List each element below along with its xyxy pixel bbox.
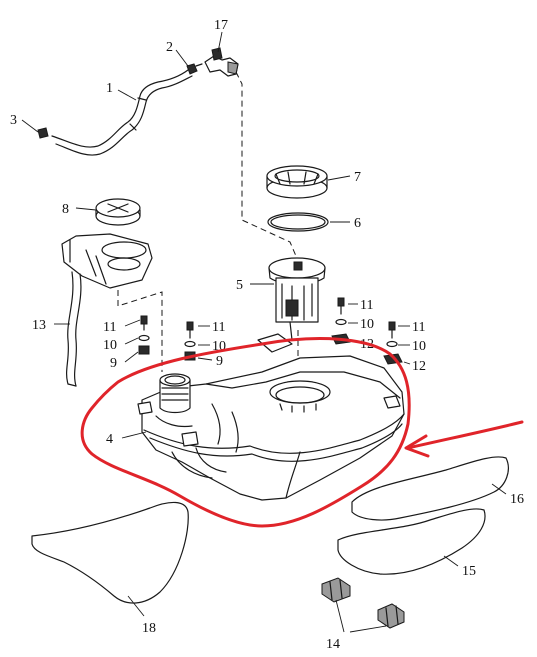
callout-9b: 9 [216,354,223,369]
left-fastener-stack [138,315,150,355]
callout-4: 4 [106,432,113,447]
leader-9a [124,351,139,363]
callout-7: 7 [354,170,361,185]
red-arrow-head [404,434,430,458]
callout-17: 17 [214,18,228,33]
leader-18 [127,595,145,617]
part-17-elbow-fitting [195,47,239,77]
callout-5: 5 [236,278,243,293]
part-18-seat-pad [31,501,189,604]
callout-9a: 9 [110,356,117,371]
part-3-clamp [37,127,49,139]
part-2-hose-clamp [186,63,198,75]
callout-11b: 11 [212,320,225,335]
callout-10d: 10 [412,339,426,354]
part-6-oring-seal [267,212,329,232]
leader-12b [403,361,411,365]
red-arrow-shaft [406,420,524,450]
leader-1 [117,89,137,101]
callout-10c: 10 [360,317,374,332]
callout-11c: 11 [360,298,373,313]
leader-4 [121,431,147,439]
leader-7 [327,175,351,181]
leader-14 [335,599,387,633]
neck-install-line [117,290,163,372]
leader-3 [21,119,39,133]
callout-8: 8 [62,202,69,217]
red-highlight-outline [80,337,411,528]
callout-11a: 11 [103,320,116,335]
middle-fastener-stack [184,321,196,361]
callout-3: 3 [10,113,17,128]
callout-14: 14 [326,637,340,652]
callout-1: 1 [106,81,113,96]
right-center-fastener-stack [331,297,351,345]
leader-8 [75,207,97,211]
part-4-fuel-tank [137,355,405,501]
leader-17 [217,31,223,53]
callout-15: 15 [462,564,476,579]
part-13-filler-neck-assembly [61,233,153,387]
leader-15 [443,555,459,567]
part-5-fuel-pump [257,257,326,353]
callout-16: 16 [510,492,524,507]
callout-12b: 12 [412,359,426,374]
leader-16 [491,483,507,495]
leader-10a [124,337,139,345]
leader-9b [197,357,213,361]
leader-2 [175,49,189,67]
part-14-rubber-grommets [321,577,405,629]
callout-6: 6 [354,216,361,231]
callout-18: 18 [142,621,156,636]
callout-10a: 10 [103,338,117,353]
part-15-seat-pad [337,508,486,575]
callout-11d: 11 [412,320,425,335]
part-8-filler-cap [95,198,141,226]
part-16-seat-pad [351,456,509,521]
part-1-breather-hose [51,69,193,156]
part-7-lock-ring [266,165,328,199]
leader-11a [124,319,141,327]
callout-13: 13 [32,318,46,333]
callout-2: 2 [166,40,173,55]
